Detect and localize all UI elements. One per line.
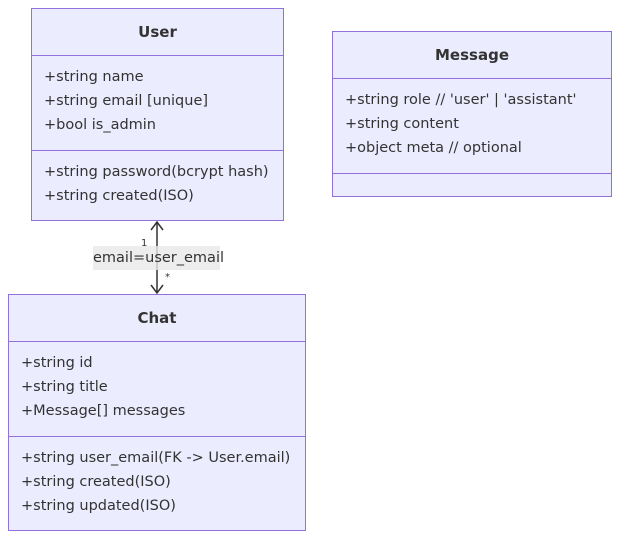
attribute: +object meta // optional: [345, 139, 522, 156]
class-user-attributes: +string name +string email [unique] +boo…: [32, 56, 283, 151]
attribute: +string content: [345, 115, 459, 132]
cardinality-from: 1: [141, 238, 148, 249]
class-message[interactable]: Message +string role // 'user' | 'assist…: [332, 31, 612, 197]
class-message-attributes: +string role // 'user' | 'assistant' +st…: [333, 79, 611, 174]
method: +string updated(ISO): [21, 497, 176, 514]
class-user-title: User: [32, 9, 283, 56]
arrowhead-up: [150, 220, 164, 231]
attribute: +Message[] messages: [21, 402, 186, 419]
attribute: +string id: [21, 355, 93, 371]
class-user[interactable]: User +string name +string email [unique]…: [31, 8, 284, 221]
attribute: +string email [unique]: [44, 92, 209, 109]
method: +string user_email(FK -> User.email): [21, 450, 291, 466]
class-chat[interactable]: Chat +string id +string title +Message[]…: [8, 294, 306, 531]
cardinality-to: *: [165, 272, 170, 283]
method: +string created(ISO): [21, 473, 171, 490]
class-chat-title: Chat: [9, 295, 305, 342]
method: +string created(ISO): [44, 187, 194, 204]
attribute: +bool is_admin: [44, 116, 156, 133]
class-chat-methods: +string user_email(FK -> User.email) +st…: [9, 437, 305, 531]
arrowhead-down: [150, 284, 164, 295]
method: +string password(bcrypt hash): [44, 164, 269, 180]
class-message-title: Message: [333, 32, 611, 79]
attribute: +string title: [21, 378, 108, 395]
attribute: +string role // 'user' | 'assistant': [345, 92, 577, 108]
relation-label: email=user_email: [93, 246, 224, 270]
class-chat-attributes: +string id +string title +Message[] mess…: [9, 342, 305, 437]
class-message-methods: [333, 174, 611, 196]
class-user-methods: +string password(bcrypt hash) +string cr…: [32, 151, 283, 221]
attribute: +string name: [44, 69, 144, 85]
